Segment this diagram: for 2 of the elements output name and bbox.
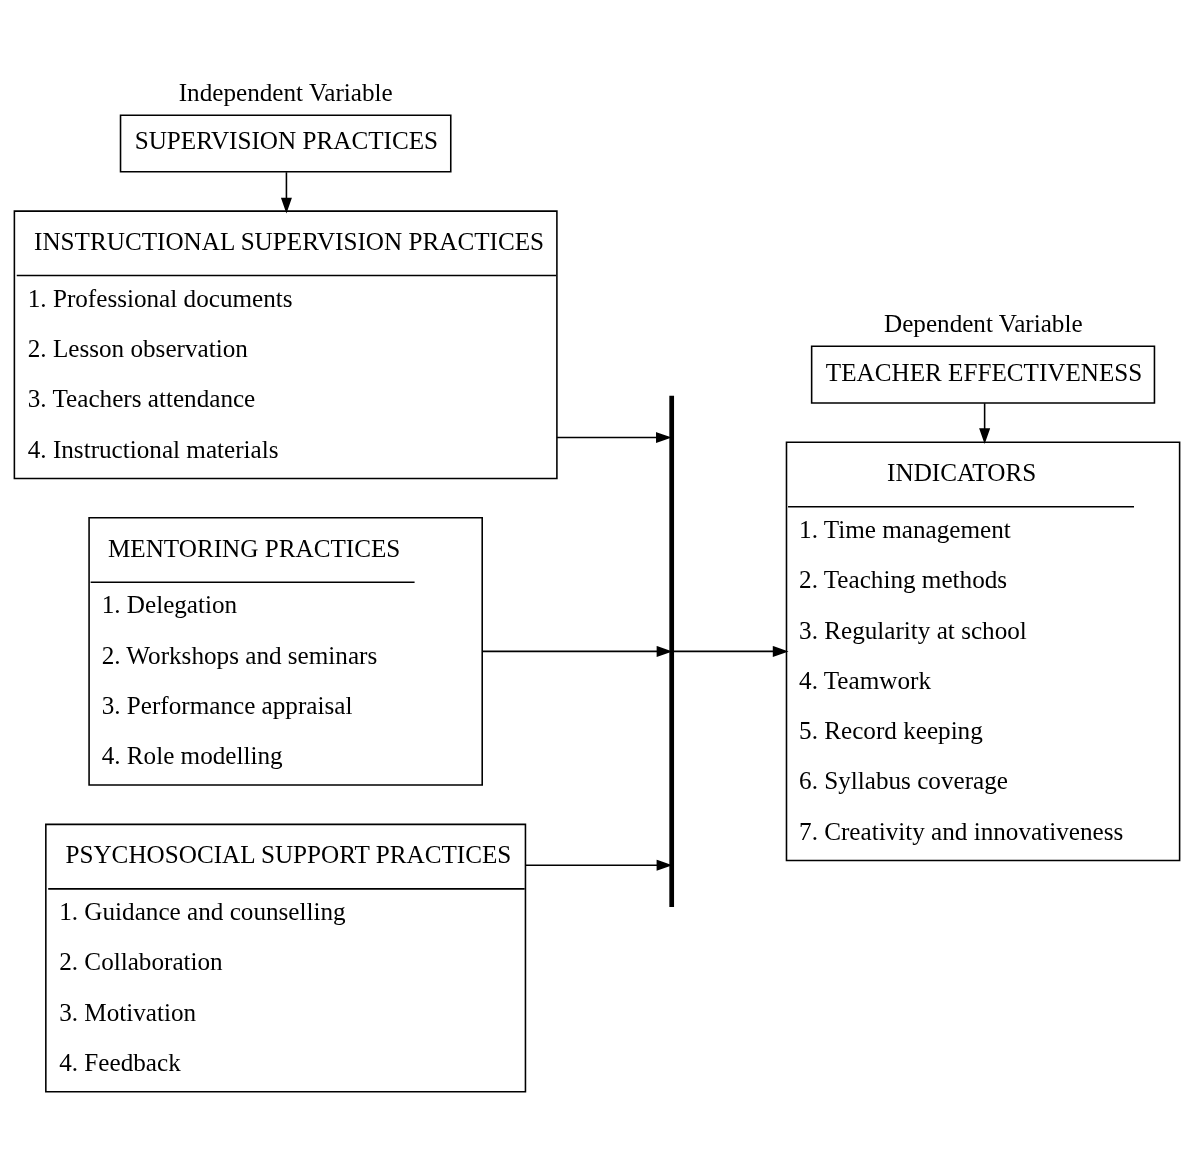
node-label: Independent Variable bbox=[178, 78, 393, 106]
node-label: Dependent Variable bbox=[883, 309, 1083, 337]
